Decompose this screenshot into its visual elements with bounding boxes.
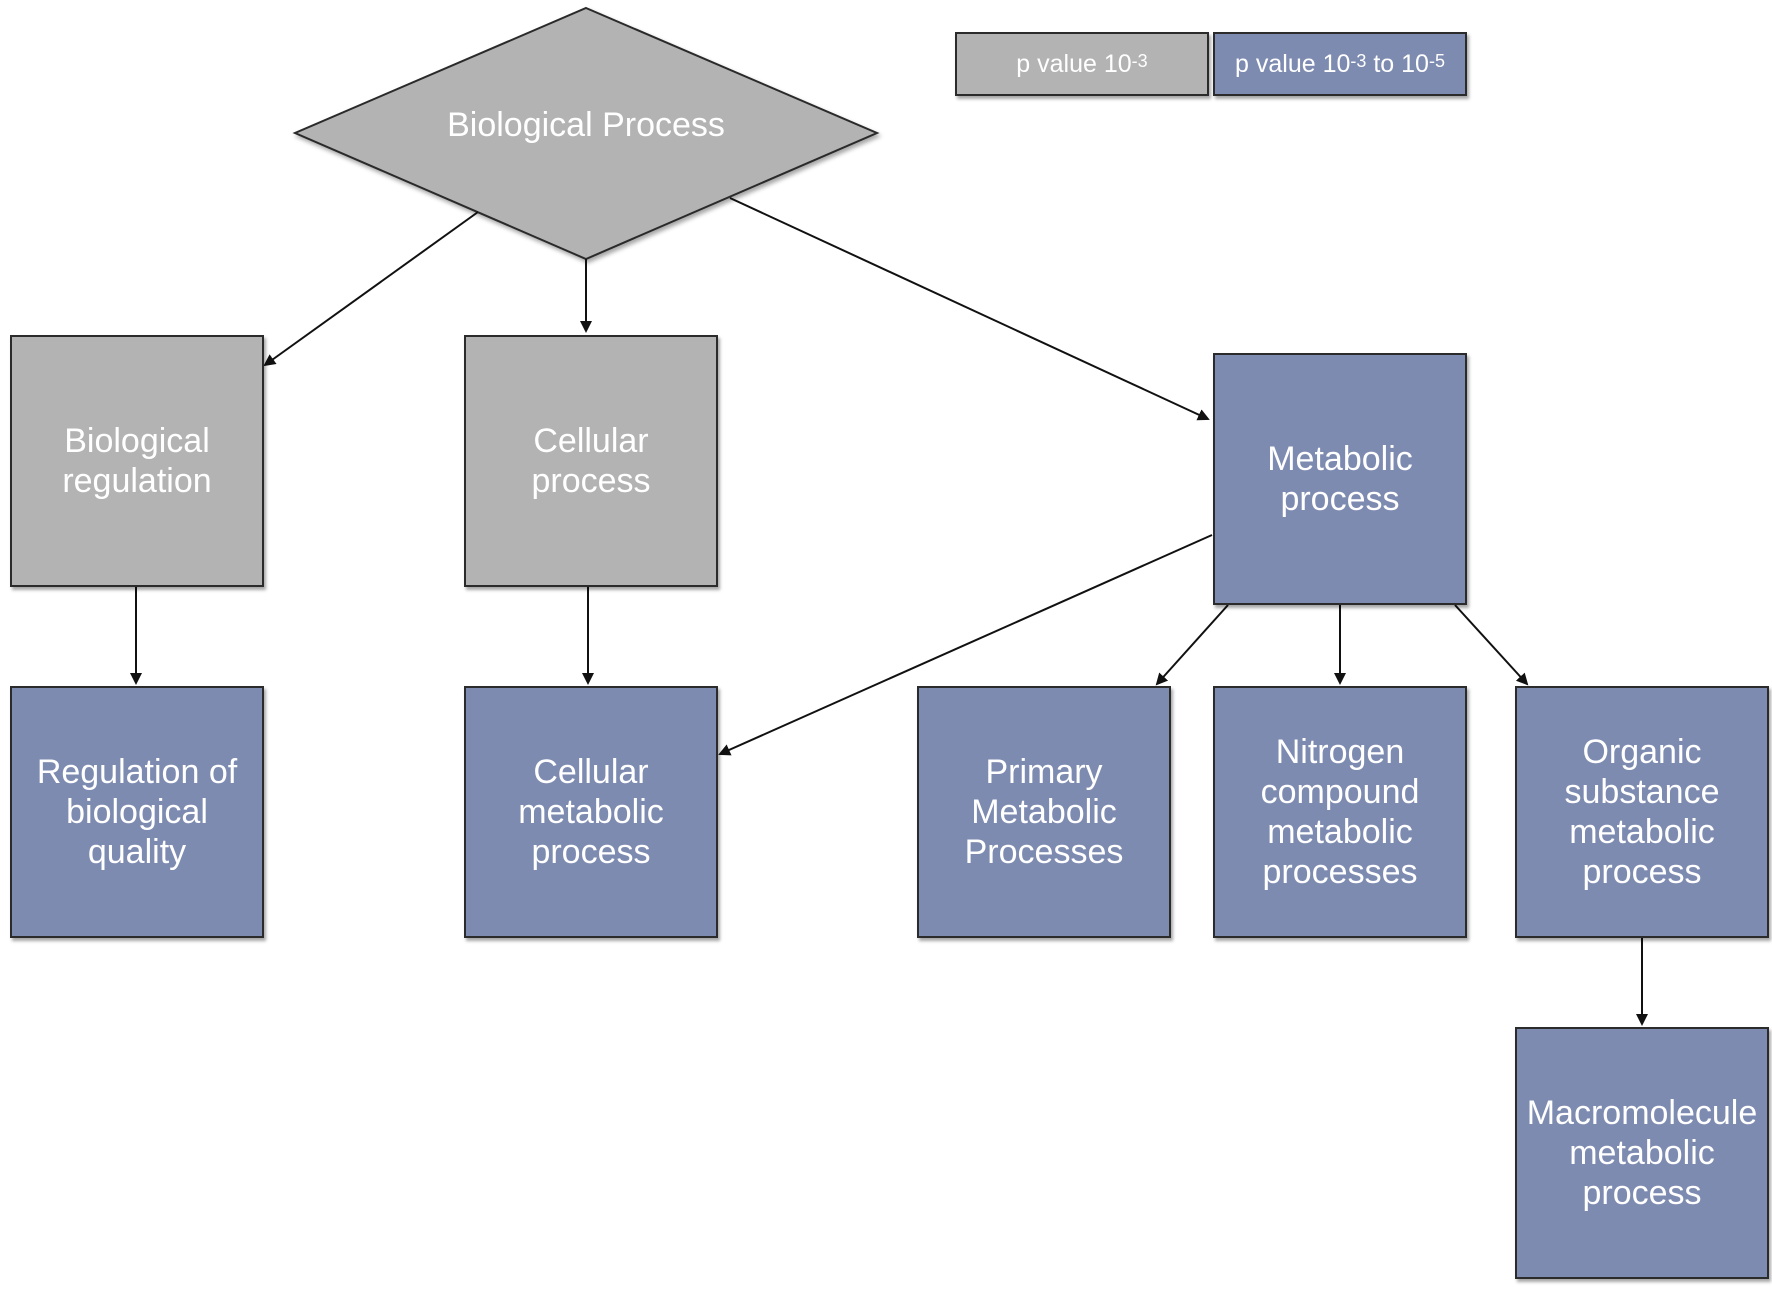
node-cellular-process: Cellular process xyxy=(464,335,718,587)
node-biological-regulation-label: Biological regulation xyxy=(62,422,212,500)
edge-root-to-bio-regulation xyxy=(263,211,479,367)
node-metabolic-process: Metabolic process xyxy=(1213,353,1467,605)
legend-gray-exp: -3 xyxy=(1131,50,1148,71)
edge-metabolic-to-cellular-metabolic xyxy=(718,534,1213,756)
node-cellular-metabolic-process-label: Cellular metabolic process xyxy=(518,753,664,871)
edge-metabolic-to-primary xyxy=(1155,604,1229,686)
legend-blue: p value 10-3 to 10-5 xyxy=(1213,32,1467,96)
node-primary-metabolic-processes-label: Primary Metabolic Processes xyxy=(964,753,1124,871)
legend-blue-mid: to 10 xyxy=(1366,49,1429,78)
node-regulation-of-biological-quality-label: Regulation of biological quality xyxy=(36,753,238,871)
node-primary-metabolic-processes: Primary Metabolic Processes xyxy=(917,686,1171,938)
legend-gray: p value 10-3 xyxy=(955,32,1209,96)
legend-blue-exp: -3 xyxy=(1350,50,1367,71)
node-regulation-of-biological-quality: Regulation of biological quality xyxy=(10,686,264,938)
node-cellular-process-label: Cellular process xyxy=(531,422,651,500)
node-macromolecule-metabolic-process: Macromolecule metabolic process xyxy=(1515,1027,1769,1279)
node-nitrogen-compound-metabolic-processes-label: Nitrogen compound metabolic processes xyxy=(1260,733,1420,891)
node-biological-regulation: Biological regulation xyxy=(10,335,264,587)
node-cellular-metabolic-process: Cellular metabolic process xyxy=(464,686,718,938)
node-macromolecule-metabolic-process-label: Macromolecule metabolic process xyxy=(1526,1094,1758,1212)
node-nitrogen-compound-metabolic-processes: Nitrogen compound metabolic processes xyxy=(1213,686,1467,938)
legend-blue-exp2: -5 xyxy=(1428,50,1445,71)
legend-blue-base: p value 10 xyxy=(1235,49,1351,78)
legend-gray-base: p value 10 xyxy=(1016,49,1132,78)
edge-metabolic-to-organic xyxy=(1454,604,1529,686)
node-organic-substance-metabolic-process: Organic substance metabolic process xyxy=(1515,686,1769,938)
node-metabolic-process-label: Metabolic process xyxy=(1267,440,1413,518)
root-label: Biological Process xyxy=(447,106,725,144)
node-organic-substance-metabolic-process-label: Organic substance metabolic process xyxy=(1564,733,1720,891)
edge-root-to-metabolic-process xyxy=(729,197,1210,421)
